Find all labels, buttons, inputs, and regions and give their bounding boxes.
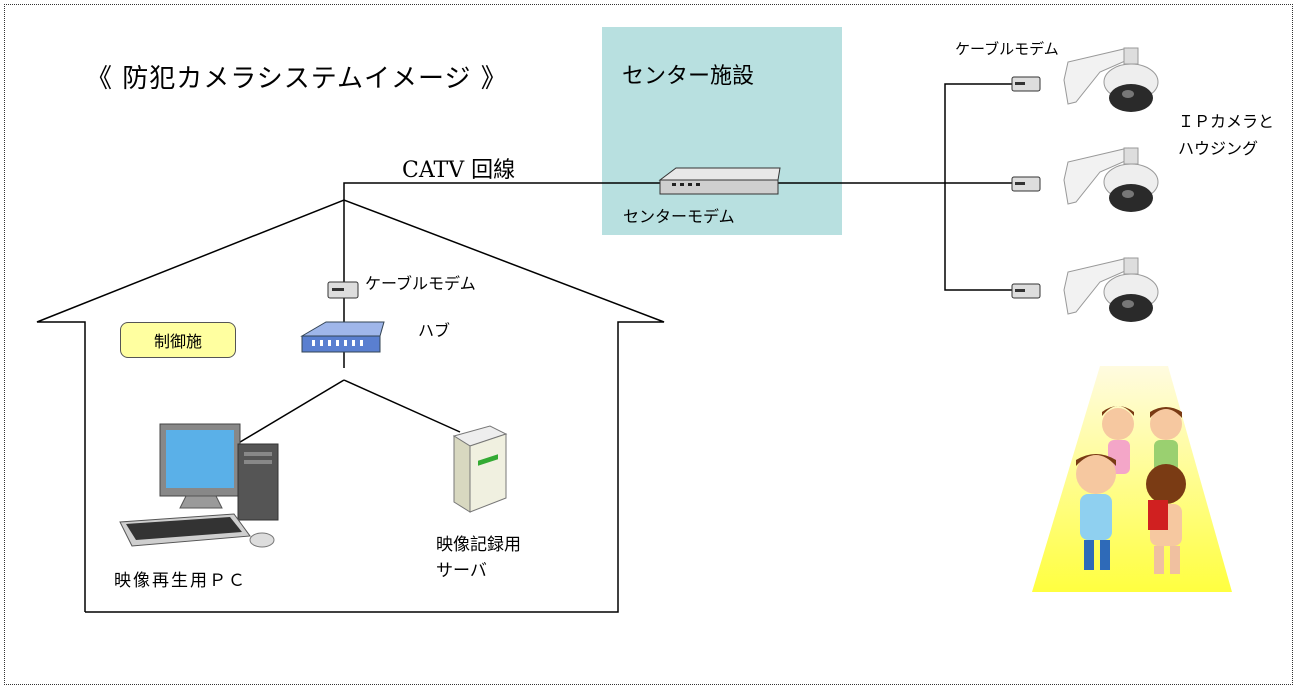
hub-icon xyxy=(300,321,385,353)
ip-camera-label-line2: ハウジング xyxy=(1178,139,1259,158)
camera-cable-modem-icon-3 xyxy=(1011,283,1041,299)
ip-camera-label-line1: ＩＰカメラと xyxy=(1178,112,1275,131)
server-label-line1: 映像記録用 xyxy=(436,535,521,555)
center-facility-box xyxy=(602,27,842,235)
ip-camera-icon-3 xyxy=(1063,257,1159,322)
house-cable-modem-icon xyxy=(327,281,359,299)
center-modem-icon xyxy=(658,167,781,195)
house-cable-modem-label: ケーブルモデム xyxy=(365,274,476,293)
camera-cable-modem-label: ケーブルモデム xyxy=(955,40,1059,58)
catv-line-label: CATV 回線 xyxy=(402,158,516,183)
control-facility-badge: 制御施 xyxy=(120,322,236,358)
server-label: 映像記録用 サーバ xyxy=(436,532,521,584)
house-outline xyxy=(36,199,665,613)
camera-cable-modem-icon-1 xyxy=(1011,76,1041,92)
children-spotlight-image xyxy=(1032,366,1232,592)
diagram-frame xyxy=(4,4,1293,685)
ip-camera-label: ＩＰカメラと ハウジング xyxy=(1178,108,1274,162)
ip-camera-icon-2 xyxy=(1063,147,1159,212)
page-title: 《 防犯カメラシステムイメージ 》 xyxy=(86,64,508,94)
server-icon xyxy=(452,425,508,513)
camera-cable-modem-icon-2 xyxy=(1011,176,1041,192)
server-label-line2: サーバ xyxy=(436,561,487,581)
ip-camera-icon-1 xyxy=(1063,47,1159,112)
catv-line xyxy=(343,182,660,368)
camera-branch-line xyxy=(944,83,1012,291)
hub-to-server-line xyxy=(343,379,461,433)
pc-icon xyxy=(119,423,279,548)
pc-label: 映像再生用ＰＣ xyxy=(114,571,247,591)
hub-label: ハブ xyxy=(418,321,451,340)
center-modem-label: センターモデム xyxy=(623,207,735,226)
center-facility-title: センター施設 xyxy=(622,64,755,89)
